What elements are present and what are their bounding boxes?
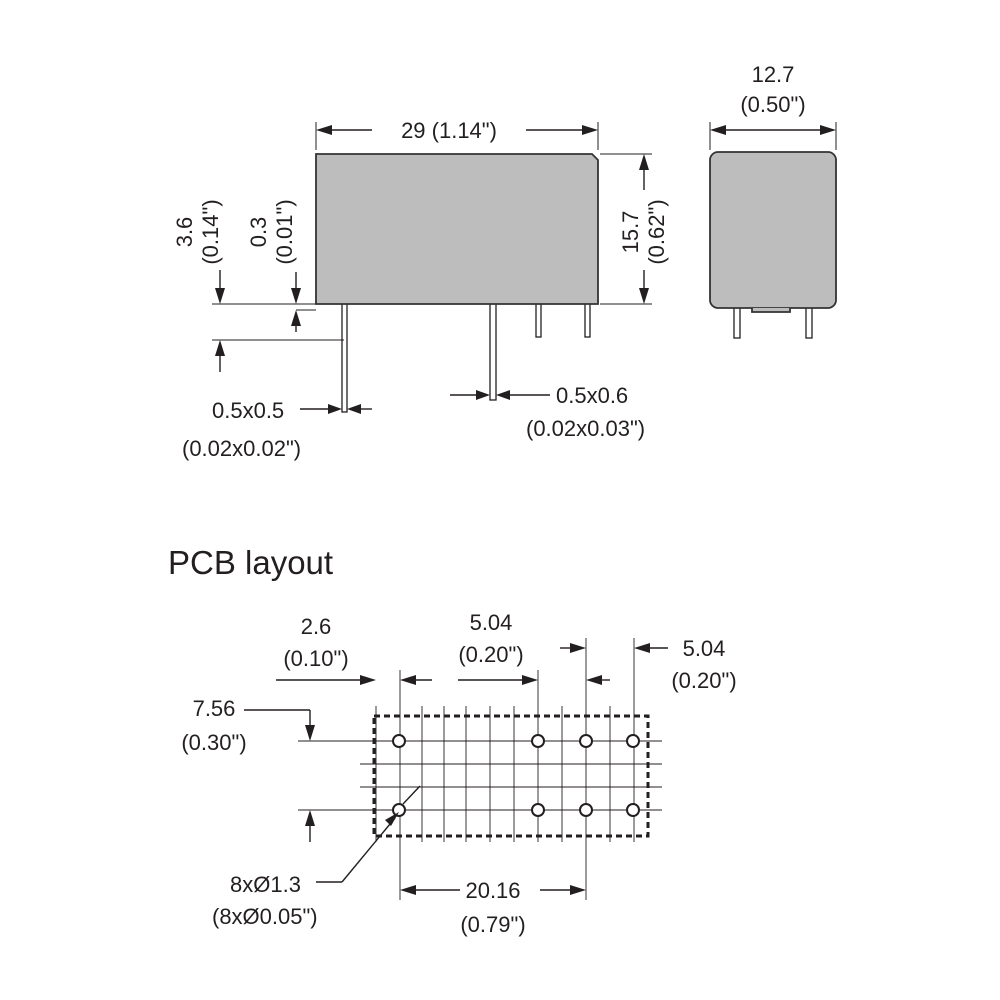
pin [489,299,497,401]
holes-spec-mm: 8xØ1.3 [230,872,301,897]
width-dimension-mm: 12.7 [752,62,795,87]
pcb-grid [360,638,662,900]
pin-large-dimension-in: (0.02x0.03") [526,416,645,441]
row-spacing-mm: 7.56 [193,696,236,721]
height-dimension-mm: 15.7 [618,211,643,254]
pcb-hole [392,803,406,817]
span-dimension-mm: 20.16 [465,878,520,903]
pcb-hole [626,803,640,817]
span-dimension-in: (0.79") [460,912,525,937]
pcb-holes [392,734,640,817]
pcb-hole [531,803,545,817]
pin-large-dimension-mm: 0.5x0.6 [556,383,628,408]
pin [584,299,591,338]
gap-dimension-in: (0.01") [272,199,297,264]
pcb-layout-heading: PCB layout [168,544,333,581]
pin-small-dimension-in: (0.02x0.02") [182,436,301,461]
standoff-dimension-mm: 3.6 [172,217,197,248]
height-dimension-in: (0.62") [644,199,669,264]
pcb-layout: PCB layout [168,544,737,937]
pitch-mid-mm: 5.04 [470,610,513,635]
side-view: 29 (1.14") 15.7 (0.62") 3.6 (0.14") 0.3 … [172,118,669,461]
width-dimension-in: (0.50") [740,92,805,117]
pitch-first-mm: 2.6 [301,614,332,639]
gap-dimension-mm: 0.3 [246,217,271,248]
pin [535,299,542,338]
standoff-dimension-in: (0.14") [198,199,223,264]
end-view: 12.7 (0.50") [709,62,837,339]
relay-body-end [709,151,837,309]
row-spacing-in: (0.30") [181,730,246,755]
pcb-hole [392,734,406,748]
pitch-first-in: (0.10") [283,646,348,671]
pin [341,299,348,413]
pcb-hole [579,803,593,817]
pitch-last-mm: 5.04 [683,636,726,661]
pitch-mid-in: (0.20") [458,642,523,667]
relay-body-side [315,153,599,305]
pitch-last-in: (0.20") [671,668,736,693]
pcb-outline [372,714,650,838]
holes-spec-in: (8xØ0.05") [212,904,318,929]
pcb-hole [626,734,640,748]
pcb-hole [579,734,593,748]
pcb-hole [531,734,545,748]
pin-small-dimension-mm: 0.5x0.5 [212,398,284,423]
length-dimension: 29 (1.14") [401,118,497,143]
